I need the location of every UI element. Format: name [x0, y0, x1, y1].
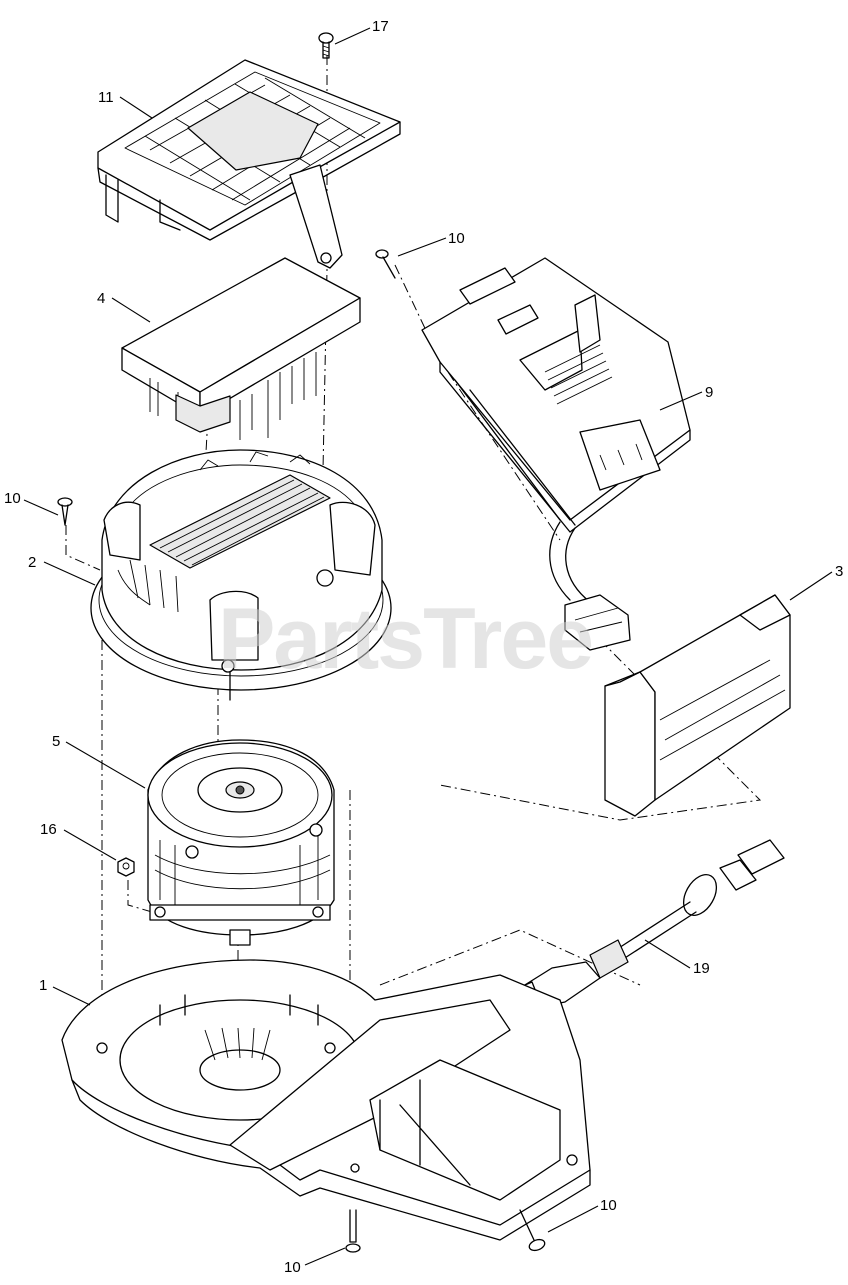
nut-part-16 [117, 857, 135, 877]
callout-17: 17 [372, 18, 389, 35]
controller-module-part-4 [121, 257, 361, 440]
callout-9: 9 [705, 384, 713, 401]
callout-4: 4 [97, 290, 105, 307]
screw-part-17 [318, 32, 334, 59]
screw-part-10-bottom-left [345, 1209, 361, 1253]
callout-1: 1 [39, 977, 47, 994]
callout-5: 5 [52, 733, 60, 750]
callout-2: 2 [28, 554, 36, 571]
callout-10-bottom-right: 10 [600, 1197, 617, 1214]
motor-cover-part-2 [90, 449, 392, 701]
callout-3: 3 [835, 563, 843, 580]
watermark-text: PartsTree [218, 591, 592, 687]
motor-part-5 [147, 739, 335, 946]
callout-leaders [23, 27, 833, 1266]
callout-16: 16 [40, 821, 57, 838]
screw-part-10-bottom-right [519, 1209, 546, 1252]
screw-part-10-upper [375, 249, 396, 279]
callout-11: 11 [98, 89, 114, 106]
power-cord-part-19 [517, 839, 785, 1009]
callout-10-upper: 10 [448, 230, 465, 247]
bracket-part-11 [97, 59, 401, 269]
callout-10-left: 10 [4, 490, 21, 507]
callout-10-bottom-left: 10 [284, 1259, 301, 1276]
connector-housing-part-9 [421, 257, 691, 651]
battery-slide-part-3 [604, 594, 791, 817]
vent-holes [544, 344, 613, 405]
screw-part-10-left [57, 497, 73, 526]
callout-19: 19 [693, 960, 710, 977]
base-housing-part-1 [61, 959, 591, 1241]
